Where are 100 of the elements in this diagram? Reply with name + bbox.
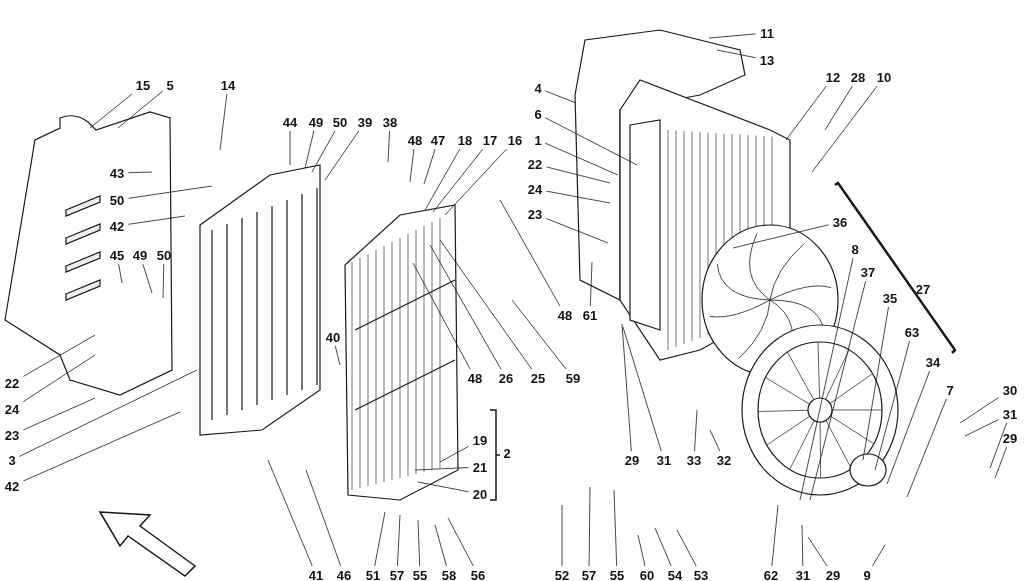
callout-number: 49	[132, 248, 148, 262]
leader-line	[906, 398, 947, 498]
callout-number: 23	[4, 428, 20, 442]
leader-line	[439, 239, 532, 370]
leader-line	[304, 130, 315, 169]
leader-line	[397, 514, 401, 567]
leader-line	[989, 422, 1008, 469]
callout-number: 62	[763, 568, 779, 581]
callout-number: 5	[166, 78, 174, 92]
callout-number: 6	[534, 107, 542, 121]
callout-number: 52	[554, 568, 570, 581]
callout-number: 32	[716, 453, 732, 467]
leader-line	[622, 326, 662, 452]
leader-line	[886, 370, 930, 485]
leader-line	[964, 419, 999, 437]
leader-line	[142, 263, 153, 294]
callout-number: 22	[527, 157, 543, 171]
leader-line	[637, 534, 646, 567]
leader-line	[872, 544, 886, 567]
callout-number: 31	[795, 568, 811, 581]
leader-line	[118, 263, 123, 284]
callout-number: 46	[336, 568, 352, 581]
leader-line	[414, 467, 469, 471]
callout-number: 8	[851, 242, 859, 256]
callout-number: 26	[498, 371, 514, 385]
leader-line	[324, 130, 360, 181]
leader-line	[334, 345, 341, 366]
callout-number: 38	[382, 115, 398, 129]
callout-number: 49	[308, 115, 324, 129]
leader-line	[23, 334, 96, 377]
callout-number: 40	[325, 330, 341, 344]
callout-number: 3	[8, 453, 16, 467]
callout-number: 4	[534, 81, 542, 95]
leader-line	[23, 411, 181, 482]
callout-number: 31	[656, 453, 672, 467]
callout-number: 31	[1002, 407, 1018, 421]
leader-line	[824, 85, 853, 131]
leader-line	[544, 117, 638, 166]
leader-line	[499, 199, 561, 307]
leader-line	[994, 446, 1008, 479]
leader-line	[417, 481, 469, 493]
leader-line	[447, 517, 474, 567]
leader-line	[162, 263, 165, 299]
callout-number: 7	[946, 383, 954, 397]
callout-number: 33	[686, 453, 702, 467]
callout-number: 20	[472, 487, 488, 501]
callout-number: 39	[357, 115, 373, 129]
leader-line	[311, 130, 336, 173]
leader-line	[811, 85, 878, 173]
callout-number: 48	[557, 308, 573, 322]
leader-line	[708, 33, 756, 39]
leader-line	[709, 429, 721, 452]
callout-number: 35	[882, 291, 898, 305]
callout-number: 10	[876, 70, 892, 84]
callout-number: 48	[407, 133, 423, 147]
leader-line	[374, 511, 386, 567]
leader-line	[117, 90, 164, 129]
callout-number: 18	[457, 133, 473, 147]
callout-number: 44	[282, 115, 298, 129]
leader-line	[18, 369, 198, 457]
leader-line	[429, 244, 502, 370]
callout-number: 55	[609, 568, 625, 581]
callout-number: 42	[4, 479, 20, 493]
leader-line	[807, 536, 828, 567]
callout-number: 30	[1002, 383, 1018, 397]
leader-line	[716, 49, 756, 59]
callout-number: 50	[332, 115, 348, 129]
callout-number: 63	[904, 325, 920, 339]
leader-line	[219, 93, 228, 151]
callout-number: 58	[441, 568, 457, 581]
callout-number: 1	[534, 133, 542, 147]
leader-line	[561, 504, 563, 567]
callout-number: 36	[832, 215, 848, 229]
callout-number: 56	[470, 568, 486, 581]
leader-line	[544, 90, 577, 104]
callout-number: 24	[527, 182, 543, 196]
callout-number: 57	[389, 568, 405, 581]
leader-line	[621, 323, 632, 452]
leader-line	[305, 469, 342, 567]
callout-number: 27	[915, 282, 931, 296]
callout-number: 41	[308, 568, 324, 581]
leader-line	[654, 527, 672, 567]
callout-number: 55	[412, 568, 428, 581]
callout-number: 50	[156, 248, 172, 262]
callout-number: 19	[472, 433, 488, 447]
leader-line	[959, 397, 999, 424]
leader-line	[511, 299, 567, 370]
callout-number: 34	[925, 355, 941, 369]
callout-number: 57	[581, 568, 597, 581]
callout-number: 29	[825, 568, 841, 581]
leader-line	[785, 85, 827, 141]
callout-number: 59	[565, 371, 581, 385]
callout-number: 48	[467, 371, 483, 385]
leader-line	[23, 354, 96, 402]
leader-line	[23, 397, 96, 431]
leader-line	[546, 190, 611, 204]
callout-number: 2	[503, 446, 511, 460]
leader-line	[676, 529, 697, 567]
callout-number: 60	[639, 568, 655, 581]
callout-number: 22	[4, 376, 20, 390]
